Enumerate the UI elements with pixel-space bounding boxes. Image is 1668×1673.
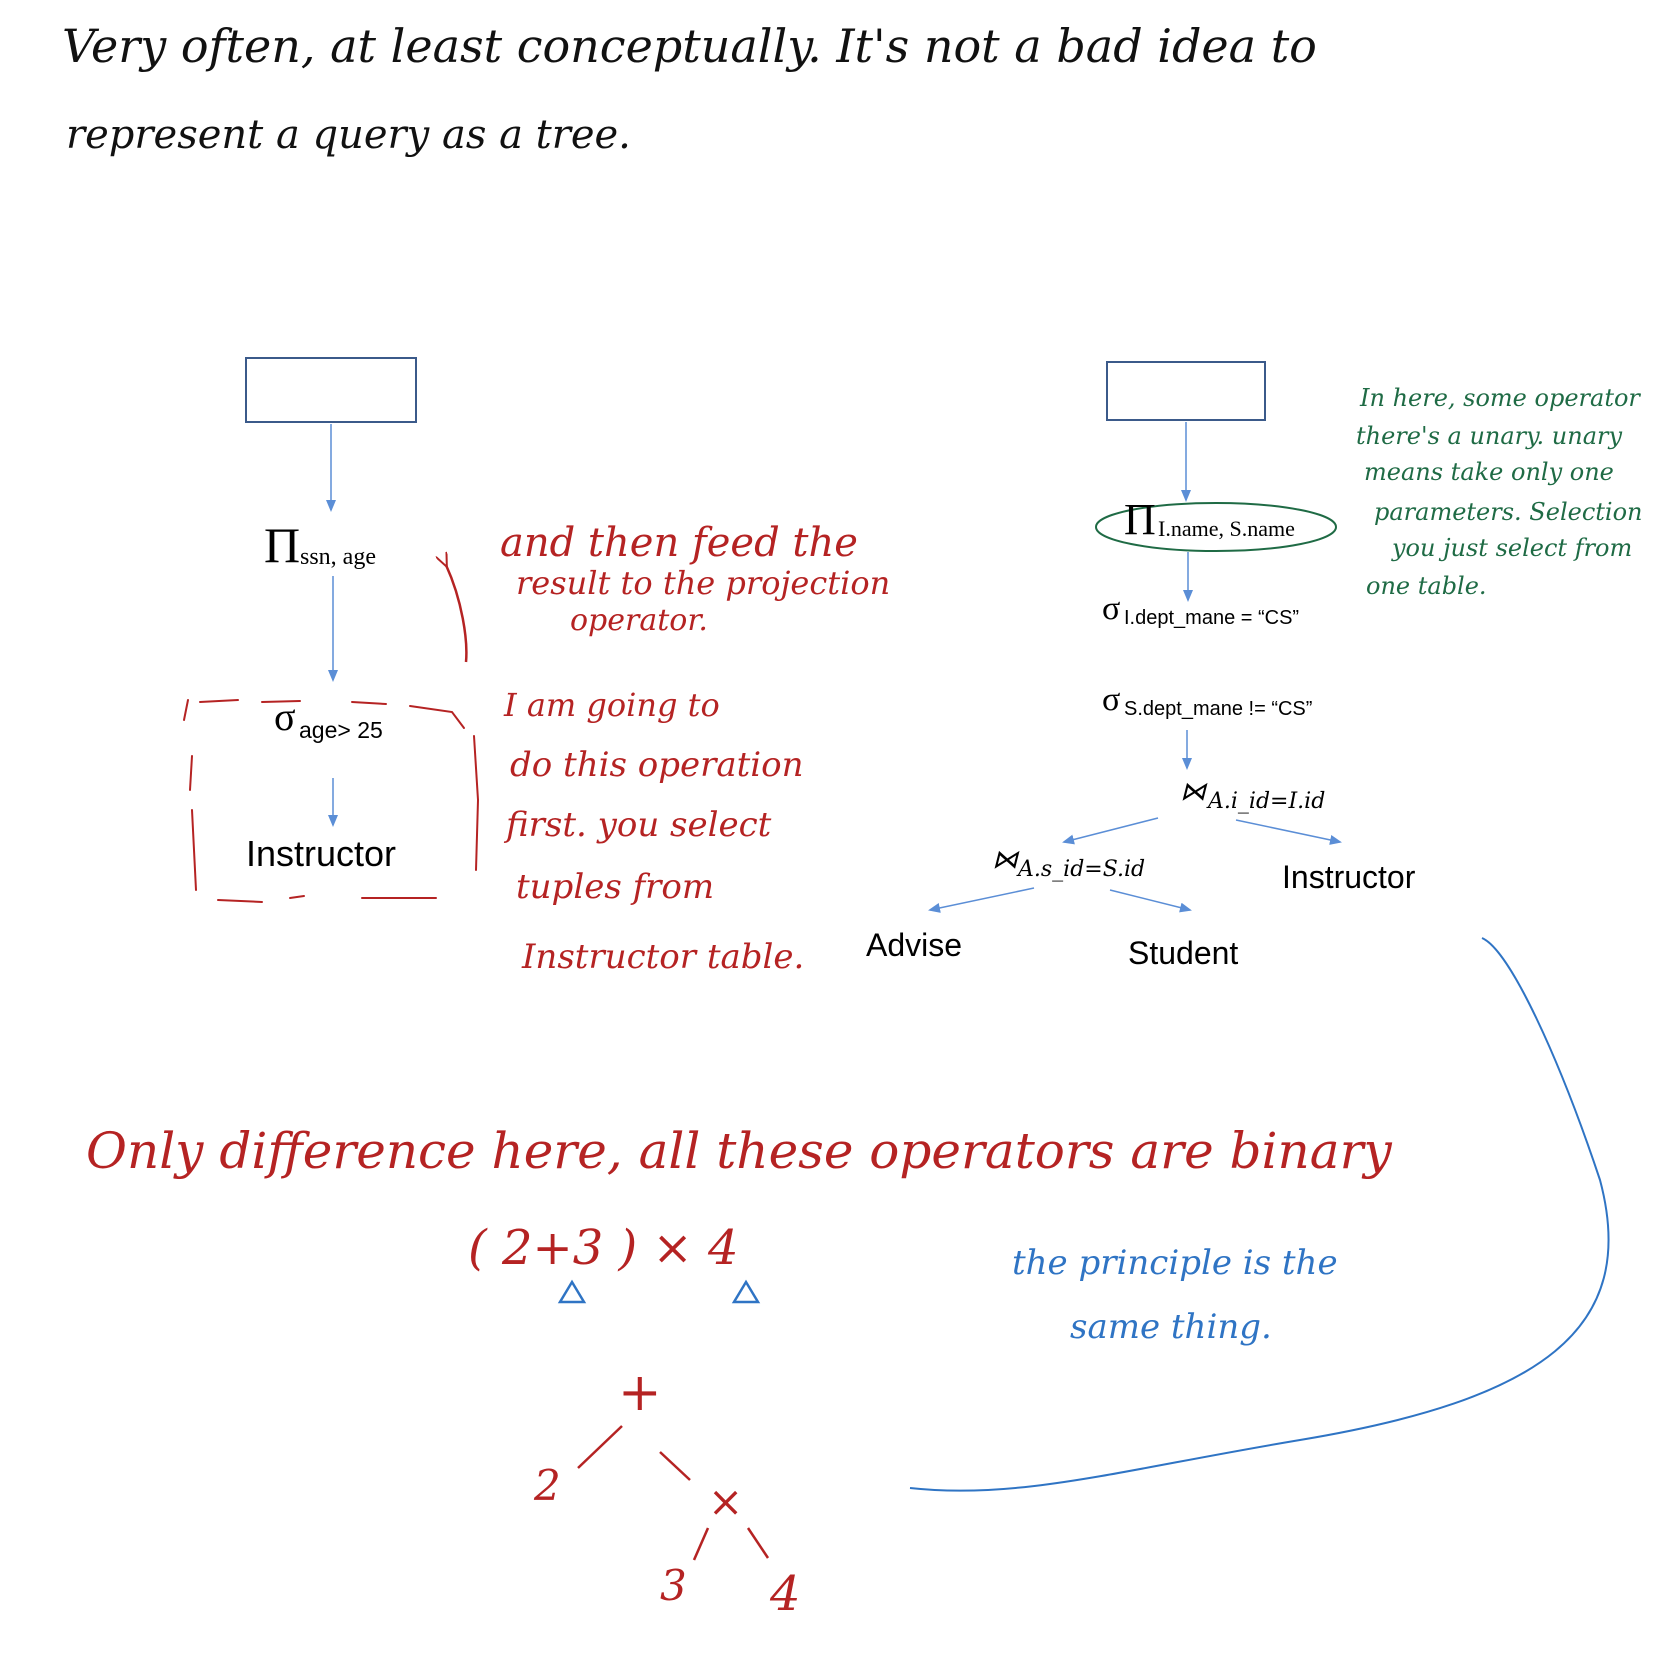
right-projection-subscript: I.name, S.name [1158, 516, 1295, 541]
expr-tree-root: + [618, 1363, 662, 1423]
left-projection-symbol: Π [264, 517, 300, 573]
right-arrow-join1-to-join2 [1062, 817, 1159, 845]
red-note-projection-line2: result to the projection [516, 564, 890, 602]
blue-triangle-2 [731, 1279, 761, 1304]
blue-note-line2: same thing. [1070, 1307, 1272, 1347]
expr-tree-edge-left [577, 1425, 623, 1469]
green-note-line1: In here, some operator [1359, 384, 1641, 412]
expr-tree-leaf-4: 4 [769, 1566, 801, 1622]
right-relation-student: Student [1128, 935, 1238, 971]
left-tree-root-box [245, 357, 417, 423]
blue-connecting-curve [909, 937, 1610, 1492]
red-note-selection-line4: tuples from [516, 867, 714, 907]
red-note-projection-line3: operator. [570, 603, 708, 638]
expr-tree-edge-times-left [692, 1527, 710, 1561]
right-relation-instructor: Instructor [1282, 859, 1416, 895]
blue-note-line1: the principle is the [1012, 1243, 1338, 1283]
expr-tree-edge-times-right [746, 1527, 770, 1559]
expr-tree-leaf-3: 3 [660, 1561, 687, 1610]
green-note-line2: there's a unary. unary [1356, 422, 1622, 450]
right-selection1-symbol: σ [1102, 590, 1120, 627]
header-note-line2: represent a query as a tree. [66, 112, 631, 158]
right-arrow-join2-to-student [1109, 889, 1192, 913]
green-note-line5: you just select from [1391, 534, 1632, 562]
green-note-line4: parameters. Selection [1374, 498, 1643, 526]
left-relation-instructor: Instructor [246, 833, 396, 874]
green-note-line6: one table. [1366, 572, 1487, 600]
blue-triangle-1 [557, 1279, 587, 1304]
right-relation-advise: Advise [866, 927, 962, 963]
green-circle-projection [1095, 502, 1337, 552]
selection-dashed-bracket [183, 699, 480, 903]
right-arrow-join1-to-instructor [1235, 819, 1342, 845]
red-note-selection-line1: I am going to [503, 686, 720, 724]
red-note-selection-line3: first. you select [503, 805, 772, 845]
expr-tree-left-leaf: 2 [533, 1461, 561, 1510]
right-selection2-symbol: σ [1102, 681, 1120, 718]
left-projection-subscript: ssn, age [300, 544, 376, 570]
right-join2-subscript: A.s_id=S.id [1016, 857, 1145, 882]
right-join1-subscript: A.i_id=I.id [1206, 789, 1325, 814]
right-projection-symbol: Π [1124, 495, 1156, 544]
red-note-selection-line5: Instructor table. [521, 937, 804, 977]
red-arrow-to-projection [446, 565, 468, 663]
expression-text: ( 2+3 ) × 4 [468, 1220, 739, 1276]
expr-tree-times: × [708, 1477, 743, 1526]
header-note-line1: Very often, at least conceptually. It's … [62, 19, 1317, 73]
red-note-selection-line2: do this operation [510, 745, 804, 785]
right-selection1-subscript: I.dept_mane = “CS” [1124, 607, 1299, 629]
right-selection2-subscript: S.dept_mane != “CS” [1124, 698, 1312, 720]
right-join1-symbol: ⋈ [1180, 777, 1208, 807]
right-join2-symbol: ⋈ [992, 845, 1020, 875]
red-note-binary: Only difference here, all these operator… [86, 1122, 1392, 1180]
left-selection-subscript: age> 25 [299, 717, 383, 743]
right-tree-root-box [1106, 361, 1266, 421]
right-arrow-join2-to-advise [928, 887, 1035, 913]
left-selection-symbol: σ [274, 694, 296, 739]
expr-tree-edge-right [659, 1451, 691, 1481]
red-note-projection-line1: and then feed the [500, 520, 858, 566]
green-note-line3: means take only one [1364, 458, 1614, 486]
